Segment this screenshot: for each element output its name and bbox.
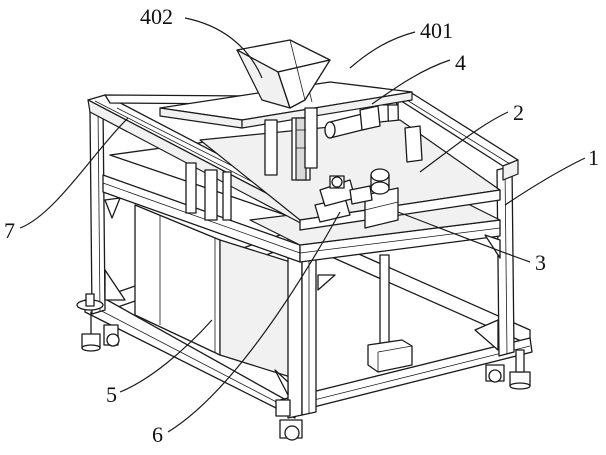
caster-right [509, 349, 531, 390]
label-4: 4 [455, 50, 466, 75]
carriage [314, 168, 399, 229]
label-401: 401 [420, 18, 453, 43]
label-6: 6 [152, 422, 163, 447]
caster-right-front [485, 364, 505, 383]
top-plate [159, 39, 413, 129]
label-3: 3 [535, 250, 546, 275]
caster-left [76, 293, 104, 352]
braces [104, 197, 501, 396]
caster-back [103, 324, 120, 347]
part-labels: 402 401 4 2 1 7 3 5 6 [4, 4, 599, 447]
tank-box [134, 204, 301, 381]
label-5: 5 [106, 382, 117, 407]
center-post [367, 254, 413, 373]
drive-assembly [264, 105, 381, 181]
casters [76, 293, 531, 441]
label-1: 1 [588, 145, 599, 170]
caster-front [275, 399, 303, 441]
label-2: 2 [513, 100, 524, 125]
leader-lines [19, 17, 586, 433]
table-posts [185, 125, 423, 221]
label-402: 402 [140, 4, 173, 29]
label-7: 7 [4, 218, 15, 243]
